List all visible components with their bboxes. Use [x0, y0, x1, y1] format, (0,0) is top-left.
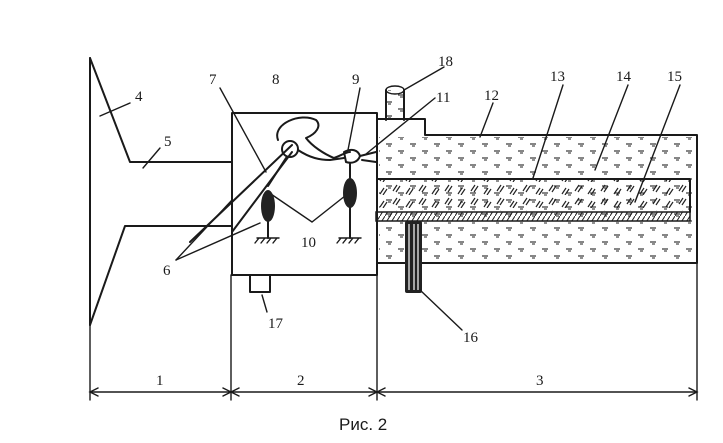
- figure-caption: Рис. 2: [339, 415, 387, 434]
- leader-lines: [99, 66, 681, 331]
- section-label-1: 1: [156, 373, 164, 389]
- label-5: 5: [164, 134, 172, 150]
- label-11: 11: [436, 90, 450, 106]
- vessel-body: [375, 85, 698, 293]
- mechanism: [189, 116, 377, 244]
- label-4: 4: [135, 89, 143, 105]
- label-8: 8: [272, 72, 280, 88]
- label-6: 6: [163, 263, 171, 279]
- label-18: 18: [438, 54, 453, 70]
- probe-16: [405, 221, 422, 293]
- section-label-3: 3: [536, 373, 544, 389]
- label-9: 9: [352, 72, 360, 88]
- inlet-cone: [89, 57, 233, 326]
- label-7: 7: [209, 72, 217, 88]
- label-15: 15: [667, 69, 682, 85]
- section-label-2: 2: [297, 373, 305, 389]
- label-16: 16: [463, 330, 479, 346]
- label-14: 14: [616, 69, 632, 85]
- dimension-line: [88, 262, 699, 401]
- label-12: 12: [484, 88, 499, 104]
- label-13: 13: [550, 69, 565, 85]
- label-17: 17: [268, 316, 284, 332]
- label-10: 10: [301, 235, 316, 251]
